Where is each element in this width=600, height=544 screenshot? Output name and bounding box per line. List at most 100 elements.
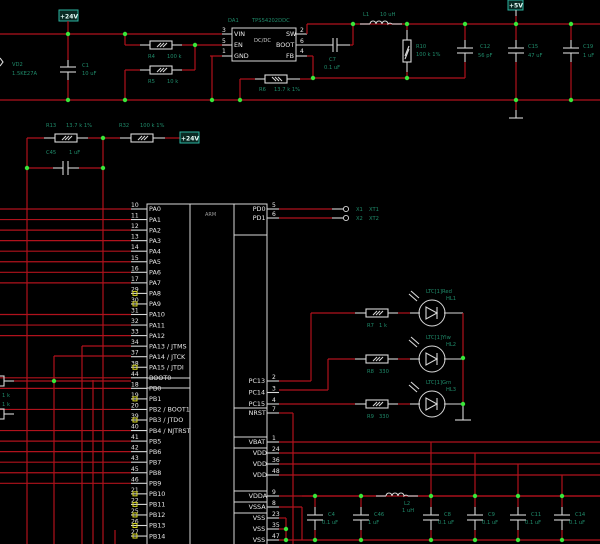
r13-value: 13.7 k 1%	[66, 123, 92, 129]
mcu-pin-name: PB0	[149, 385, 161, 393]
c11-ref: C11	[531, 512, 541, 518]
capacitor-c19[interactable]	[563, 40, 579, 62]
vd2-value: 1.5KE27A	[12, 71, 38, 77]
divider-section: R13 13.7 k 1% R32 100 k 1% +24V C45 1 uF	[24, 123, 200, 544]
capacitor-c46[interactable]	[353, 493, 369, 543]
mcu-pin-name: PB6	[149, 448, 161, 456]
capacitor-c11[interactable]	[510, 493, 526, 543]
r9-ref: R9	[367, 414, 374, 420]
led-hl1[interactable]	[355, 290, 463, 327]
mcu-pin-name: PC13	[249, 377, 265, 385]
left-resistor-stubs: 1 k 1 k	[0, 375, 14, 420]
pin-name: VIN	[234, 30, 245, 38]
mcu-pin-name: PC15	[249, 400, 265, 408]
mcu-pin-number: 16	[131, 265, 139, 272]
mcu-pin-name: PC14	[249, 389, 265, 397]
mcu-pin-name: PA14 / JTCK	[149, 353, 186, 361]
net-label-icon[interactable]	[342, 214, 350, 222]
resistor-r10[interactable]	[402, 30, 412, 72]
c46-value: 1 uF	[368, 520, 379, 526]
capacitor-c8[interactable]	[423, 493, 439, 543]
hl1-value: LTC[1]Red	[426, 289, 452, 295]
mcu-pin-number: 38	[131, 360, 139, 367]
inductor-l2[interactable]	[376, 492, 418, 498]
mcu-pin-name: VBAT	[249, 438, 266, 446]
mcu-pin-name: PB9	[149, 480, 161, 488]
mcu-pin-name: NRST	[249, 409, 266, 417]
mcu-pin-number: 34	[131, 339, 139, 346]
r10-ref: R10	[416, 44, 426, 50]
x1-ref: X1	[356, 207, 363, 213]
mcu-pin-name: PA3	[149, 237, 161, 245]
resistor-r5[interactable]	[140, 65, 182, 75]
mcu-title: ARM	[205, 212, 216, 218]
capacitor-c4[interactable]	[307, 493, 323, 543]
resistor-r13[interactable]	[44, 133, 88, 143]
no-connect-icon	[132, 301, 138, 307]
mcu-pin-number: 7	[272, 406, 276, 413]
mcu-pin-name: VDDA	[249, 492, 268, 500]
mcu-pin-name: PA13 / JTMS	[149, 342, 187, 350]
mcu-pin-name: VDD	[253, 460, 267, 468]
r4-ref: R4	[148, 54, 156, 60]
mcu-pin-number: 4	[272, 397, 276, 404]
inductor-l1[interactable]	[360, 20, 402, 26]
resistor-r32[interactable]	[120, 133, 165, 143]
mcu-pin-number: 10	[131, 202, 139, 209]
pin-num: 5	[222, 38, 226, 45]
c4-ref: C4	[328, 512, 336, 518]
hl3-ref: HL3	[446, 387, 456, 393]
mcu-pin-name: PA7	[149, 279, 161, 287]
mcu-pin-number: 8	[272, 500, 276, 507]
da1-ref: DA1	[228, 18, 239, 24]
mcu-pin-number: 29	[131, 286, 139, 293]
left-r2-value: 1 k	[2, 402, 10, 408]
capacitor-c9[interactable]	[467, 493, 483, 543]
capacitor-c15[interactable]	[508, 40, 524, 62]
power-section: +24V VD2 1.5KE27A C1 10 uF R4 100 k	[0, 0, 600, 119]
mcu-pin-name: PB8	[149, 469, 161, 477]
net-label-icon[interactable]	[342, 205, 350, 213]
l2-ref: L2	[404, 501, 410, 507]
capacitor-c1[interactable]	[60, 60, 76, 80]
c7-ref: C7	[329, 57, 336, 63]
capacitor-c12[interactable]	[457, 40, 473, 62]
no-connect-icon	[132, 533, 138, 539]
mcu-pin-number: 14	[131, 244, 139, 251]
mcu-right-pins: 5PD06PD12PC133PC144PC157NRST1VBAT24VDD36…	[234, 202, 280, 544]
mcu-pin-number: 33	[131, 329, 139, 336]
resistor-r4[interactable]	[140, 40, 182, 50]
pin-num: 3	[222, 27, 226, 34]
da1-title: DC/DC	[254, 38, 271, 44]
mcu-pin-number: 13	[131, 234, 139, 241]
mcu-pin-number: 39	[131, 413, 139, 420]
mcu-pin-number: 18	[131, 381, 139, 388]
mcu-pin-name: VSS	[253, 536, 266, 544]
mcu-pin-number: 5	[272, 202, 276, 209]
r6-ref: R6	[259, 87, 266, 93]
c8-ref: C8	[444, 512, 451, 518]
c9-ref: C9	[488, 512, 495, 518]
capacitor-c7[interactable]	[320, 38, 350, 52]
left-r1-value: 1 k	[2, 393, 10, 399]
r5-value: 10 k	[167, 79, 178, 85]
mcu-pin-number: 6	[272, 211, 276, 218]
hl2-ref: HL2	[446, 342, 456, 348]
da1-value: TPS54202DDC	[251, 18, 290, 24]
l1-value: 10 uH	[380, 12, 396, 18]
mcu-pin-name: PA4	[149, 247, 161, 255]
capacitor-c14[interactable]	[554, 493, 570, 543]
r9-value: 330	[379, 414, 389, 420]
mcu-pin-name: PA12	[149, 332, 165, 340]
led-hl3[interactable]	[355, 381, 463, 418]
led-hl2[interactable]	[355, 336, 463, 373]
resistor-r6[interactable]	[255, 74, 300, 84]
capacitor-c45[interactable]	[53, 161, 79, 175]
crystal-nets: X1 XT1 X2 XT2	[279, 205, 379, 222]
pin-num: 2	[300, 27, 304, 34]
r6-value: 13.7 k 1%	[274, 87, 300, 93]
power-port-24v-2[interactable]	[179, 131, 200, 144]
c4-value: 0.1 uF	[322, 520, 338, 526]
